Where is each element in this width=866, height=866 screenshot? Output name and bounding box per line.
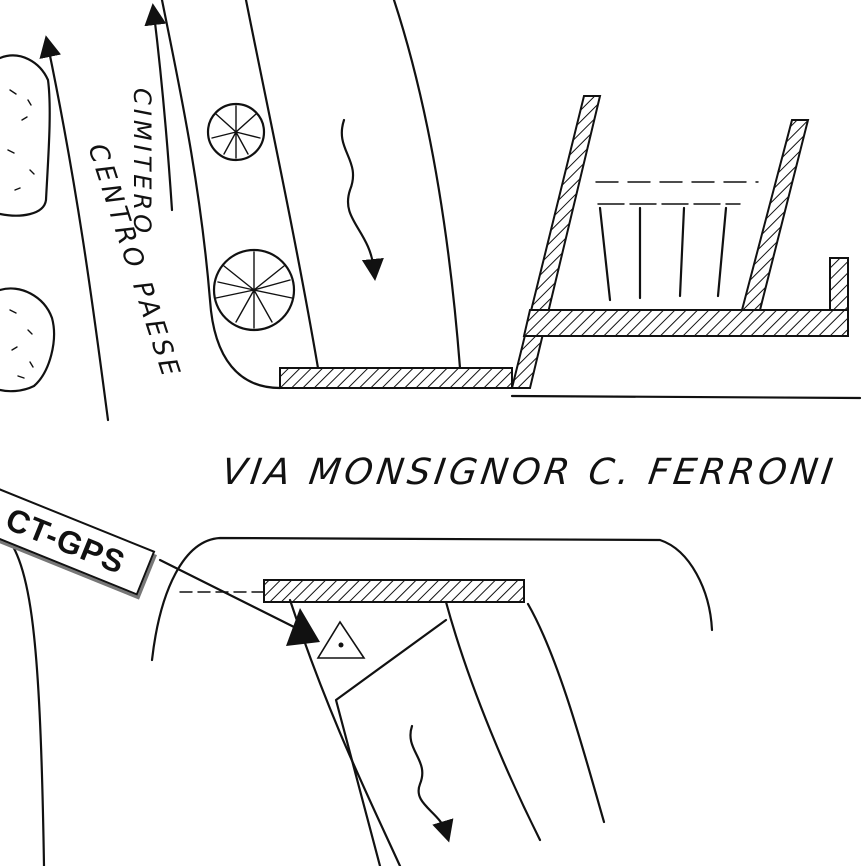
direction-arrow-centro bbox=[39, 35, 110, 422]
direction-arrow-cimitero bbox=[144, 3, 174, 212]
pointer-line bbox=[158, 558, 302, 632]
parking-stalls bbox=[595, 181, 759, 302]
water-flow-arrow-icon bbox=[409, 724, 454, 843]
curb-end bbox=[829, 257, 849, 311]
tree-icon bbox=[206, 102, 266, 162]
bush-icon bbox=[0, 287, 56, 393]
survey-point-triangle-icon bbox=[316, 620, 366, 659]
tree-icon bbox=[212, 248, 296, 332]
road-edge-lower-right bbox=[444, 600, 542, 842]
curb-lower bbox=[263, 579, 525, 603]
road-edge-lower-far bbox=[526, 602, 606, 824]
water-flow-arrow-icon bbox=[340, 118, 384, 281]
pointer-arrow-icon bbox=[286, 608, 320, 646]
curb-lot-right bbox=[740, 119, 810, 311]
curb-diagonal bbox=[510, 95, 602, 389]
road-edge-main-upper bbox=[510, 394, 862, 400]
road-edge-lower-mid bbox=[288, 598, 402, 866]
road-edge-mid bbox=[244, 0, 320, 370]
road-edge-main-lower bbox=[150, 536, 714, 662]
road-edge-left bbox=[160, 0, 282, 390]
road-edge-right bbox=[392, 0, 462, 370]
road-edge-lower-left bbox=[0, 526, 46, 866]
road-name-label: VIA MONSIGNOR C. FERRONI bbox=[219, 452, 840, 493]
curb-upper-left bbox=[279, 367, 513, 389]
curb-lot bbox=[522, 309, 849, 337]
road-bend bbox=[334, 618, 448, 866]
bush-icon bbox=[0, 54, 51, 217]
